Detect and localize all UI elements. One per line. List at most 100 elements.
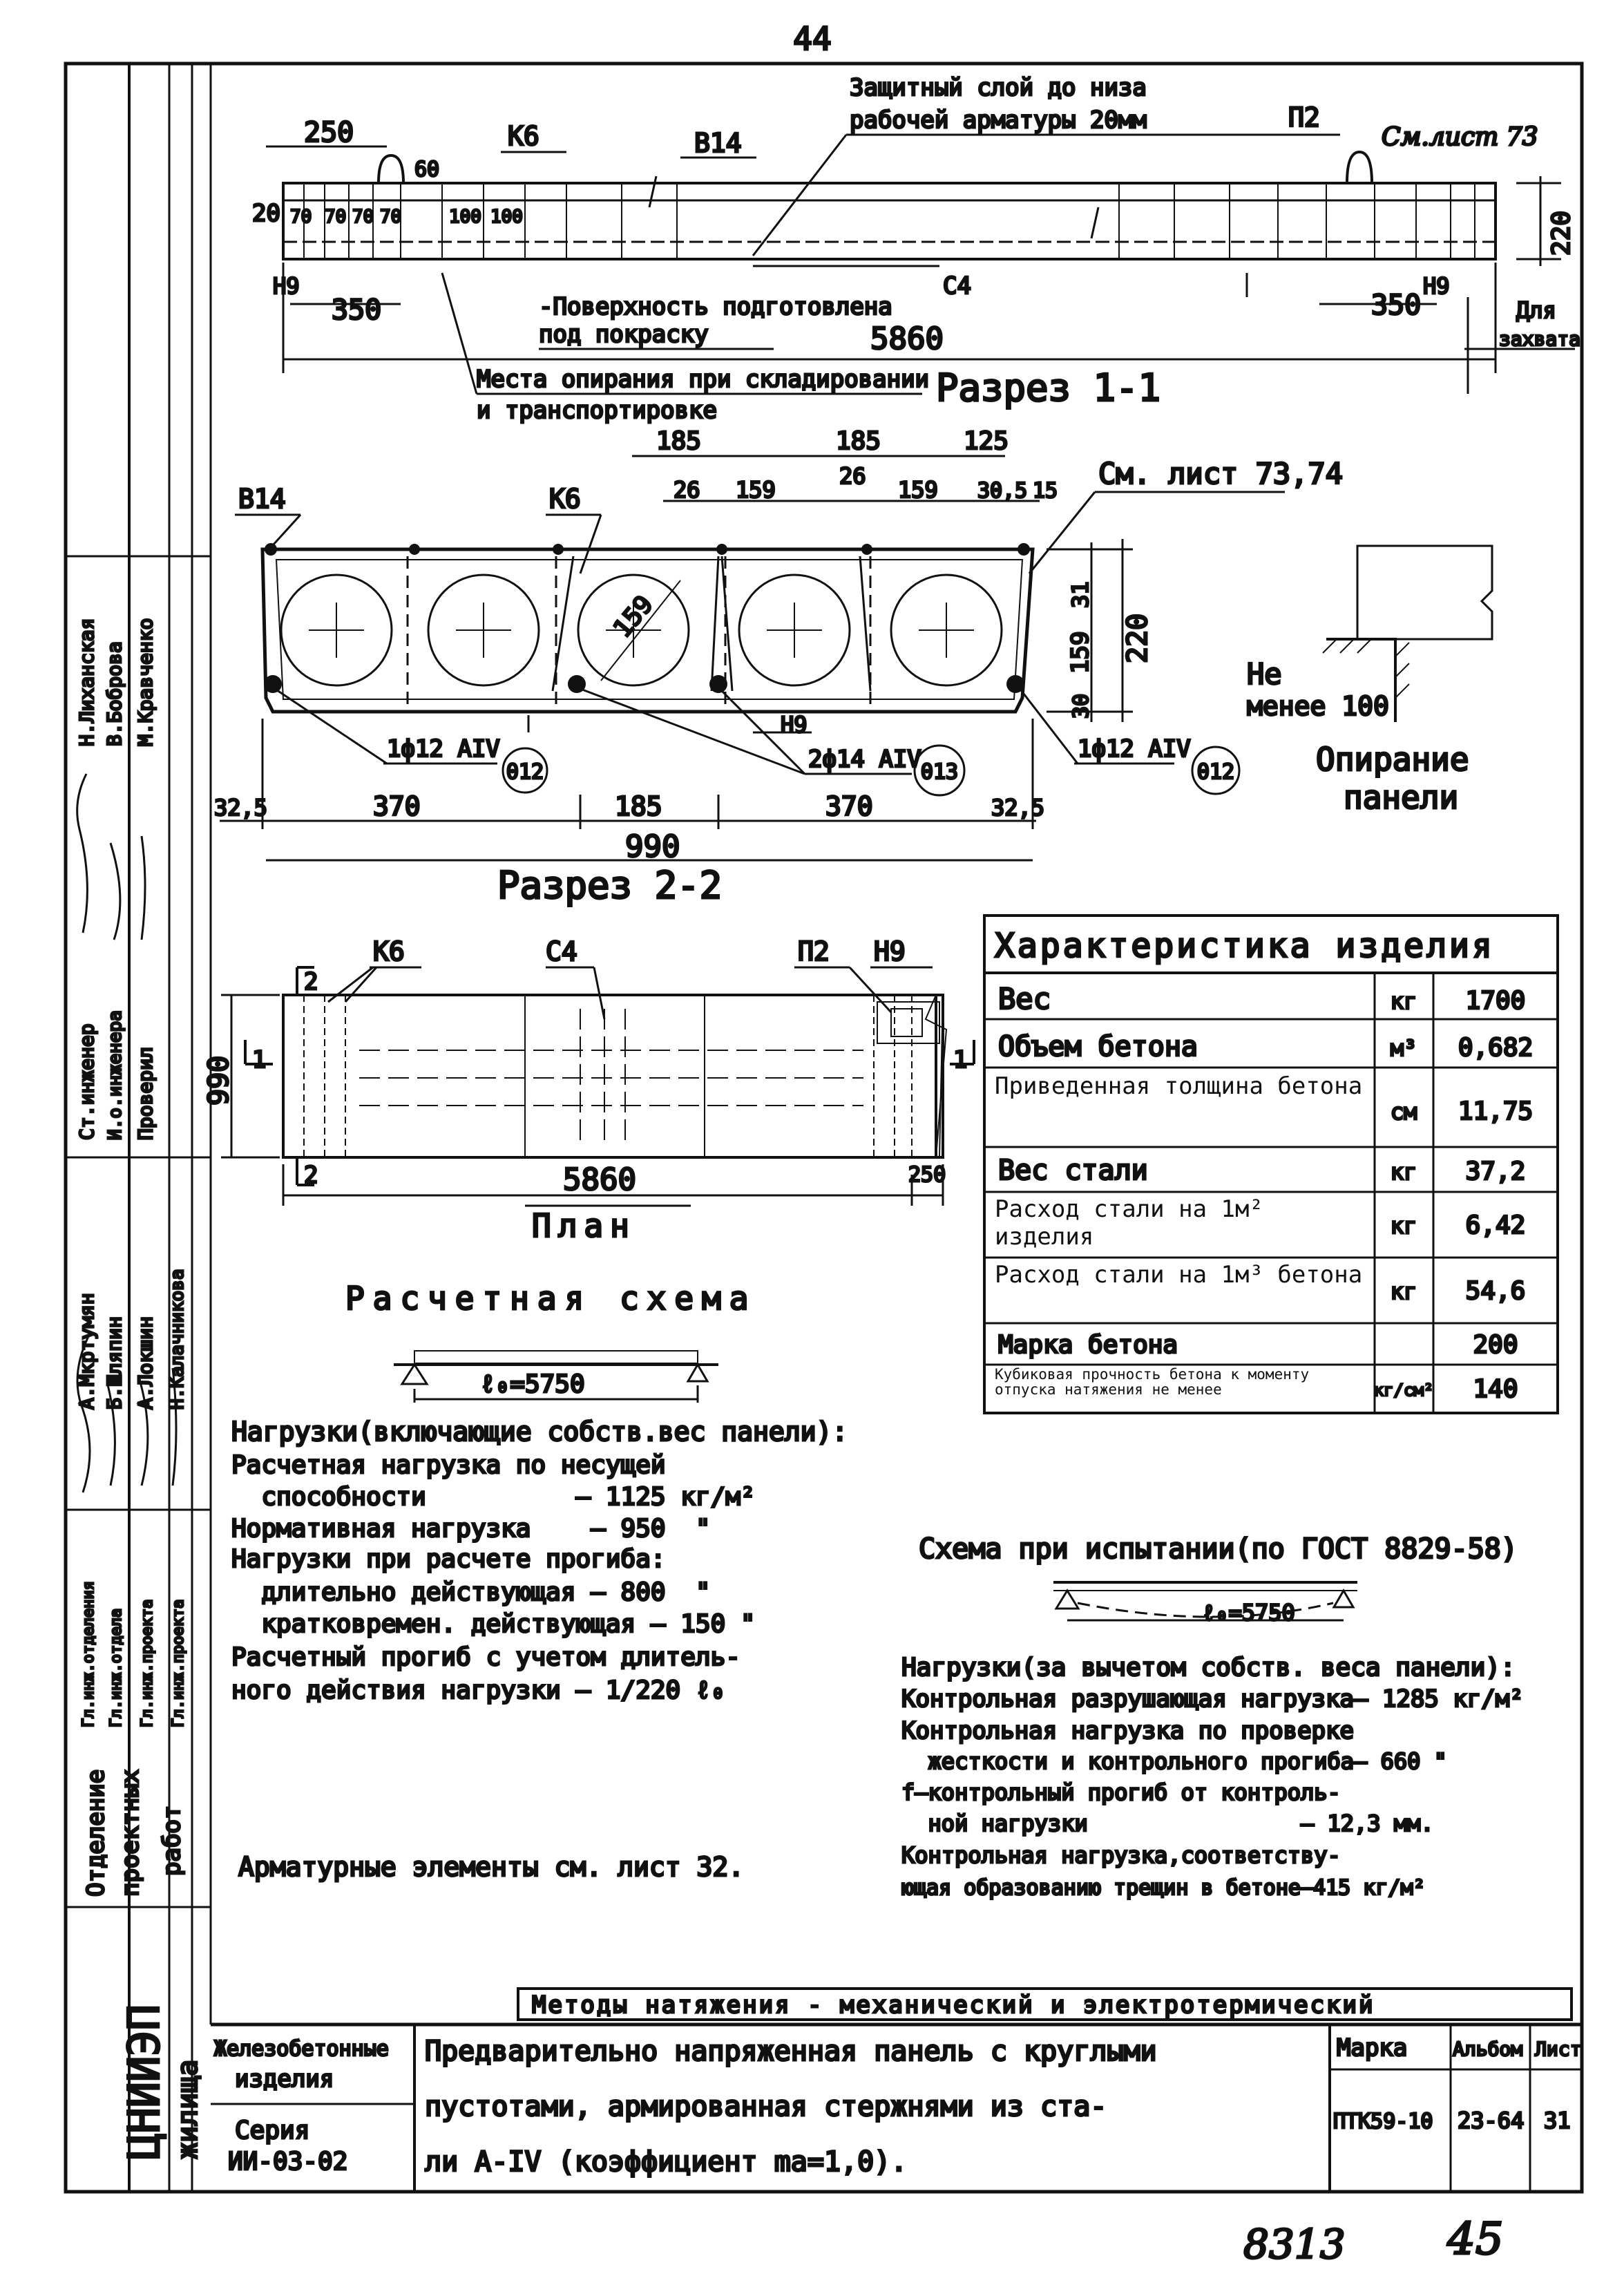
p2-label-plan: П2 — [798, 936, 830, 967]
title-block: Железобетонные изделия Серия ИИ-03-02 Пр… — [211, 2022, 1583, 2192]
dim-305: 30,5 — [977, 479, 1027, 503]
test-line-4: жесткости и контрольного прогиба— 660 " — [901, 1748, 1447, 1774]
surface-note-2: под покраску — [539, 321, 709, 348]
top-dim-1: 185 — [656, 427, 701, 455]
person-4: Н.Калачникова — [167, 1269, 188, 1410]
test-line-5: f—контрольный прогиб от контроль- — [901, 1779, 1341, 1805]
sheet-frame — [64, 61, 1584, 2194]
k6-label-top: К6 — [508, 121, 539, 151]
k6-label-plan: К6 — [373, 936, 405, 967]
hollow-core — [280, 573, 393, 687]
dept-line-2: проектных — [117, 1770, 144, 1897]
footer-number: 8313 — [1243, 2221, 1346, 2268]
dept-line-3: работ — [158, 1805, 186, 1876]
cross-section-body — [260, 547, 1035, 714]
row-concrete-grade-value: 200 — [1473, 1331, 1518, 1359]
plan-outline-left — [282, 994, 937, 1159]
row-steel-weight-name: Вес стали — [998, 1155, 1148, 1186]
n9-right-label: Н9 — [1423, 273, 1450, 299]
row-concrete-grade-name: Марка бетона — [998, 1331, 1178, 1359]
calc-scheme-span: ℓ₀=5750 — [480, 1370, 585, 1399]
test-scheme-title: Схема при испытании(по ГОСТ 8829-58) — [919, 1533, 1518, 1565]
bottom-dim-4: 370 — [825, 791, 873, 822]
dim-30: 30 — [1069, 694, 1093, 719]
support-note-2: и транспортировке — [477, 397, 717, 424]
dim-70-1: 70 — [290, 207, 312, 227]
role-1: Гл.инж.отделения — [80, 1581, 97, 1727]
album-label: Альбом — [1453, 2038, 1522, 2060]
loads-line-5: Нагрузки при расчете прогиба: — [231, 1545, 666, 1573]
test-scheme: Схема при испытании(по ГОСТ 8829-58) ℓ₀=… — [901, 1533, 1525, 1902]
album-value: 23-64 — [1458, 2107, 1524, 2134]
row-thickness-name: Приведенная толщина бетона — [995, 1072, 1363, 1100]
description-line-3: ли А-IV (коэффициент mа=1,0). — [425, 2146, 907, 2178]
section-2-2: В14 К6 185 185 125 26 159 26 159 30,5 15… — [213, 426, 1344, 909]
panel-elevation — [282, 182, 1497, 260]
dim-31: 31 — [1067, 581, 1093, 608]
dim-159-2: 159 — [898, 477, 938, 503]
rebar-2-text: 2ф14 АIV — [808, 746, 921, 773]
role-2: Гл.инж.отдела — [108, 1609, 125, 1727]
hollow-core — [427, 573, 540, 687]
table-title: Характеристика изделия — [995, 927, 1495, 965]
org-name: ЦНИИЭП — [119, 2004, 169, 2159]
s4-label-elevation: С4 — [943, 272, 971, 300]
loads-line-4: Нормативная нагрузка — 950 " — [231, 1515, 711, 1543]
cut2-top-label: 2 — [304, 968, 318, 996]
dim-100-2: 100 — [490, 207, 523, 227]
cut1-left-label: 1 — [252, 1046, 266, 1074]
section-2-2-title: Разрез 2-2 — [497, 864, 722, 907]
dim-5860-elevation: 5860 — [870, 321, 944, 357]
loads-line-1: Нагрузки(включающие собств.вес панели): — [231, 1416, 848, 1447]
protective-layer-line-1: Защитный слой до низа — [850, 74, 1147, 102]
signatures-1 — [76, 1333, 178, 1493]
row-thickness-unit: см — [1391, 1099, 1417, 1125]
methods-note: Методы натяжения - механический и электр… — [532, 1991, 1375, 2019]
rebar-1-text: 1ф12 АIV — [387, 735, 500, 763]
see-sheets-73-74: См. лист 73,74 — [1098, 457, 1343, 491]
v14-label-s22: В14 — [238, 484, 286, 514]
hollow-core — [738, 573, 851, 687]
s4-label-plan: С4 — [546, 936, 577, 967]
dim-350-right: 350 — [1371, 290, 1421, 321]
dim-15: 15 — [1033, 479, 1058, 503]
person-3: А.Локшин — [134, 1316, 157, 1410]
plan-view: 2 2 1 1 К6 С4 П2 Н9 990 5860 250 План — [202, 936, 975, 1246]
role-4: Гл.инж.проекта — [170, 1600, 187, 1727]
series-line-1: Серия — [235, 2116, 309, 2145]
signatures-2 — [76, 773, 146, 940]
dim-26-2: 26 — [839, 463, 866, 489]
row-steel-per-m2-value: 6,42 — [1466, 1211, 1526, 1240]
rebar-1-mark: 012 — [506, 760, 544, 784]
loads-line-8: Расчетный прогиб с учетом длитель- — [231, 1643, 741, 1671]
sheet-value: 31 — [1544, 2107, 1571, 2134]
characteristics-table: Характеристика изделия Вес кг 1700 Объем… — [983, 914, 1559, 1414]
support-note-1: Места опирания при складировании — [477, 366, 929, 393]
k6-label-s22: К6 — [549, 484, 581, 514]
row-weight-value: 1700 — [1466, 987, 1526, 1015]
support-title-1: Опирание — [1316, 741, 1469, 778]
role2-1: Ст.инженер — [75, 1023, 98, 1140]
calc-scheme: Расчетная схема ℓ₀=5750 — [345, 1279, 756, 1403]
mark-label: Марка — [1337, 2034, 1407, 2062]
row-steel-per-m3-name: Расход стали на 1м³ бетона — [995, 1261, 1363, 1289]
dim-220-elevation: 220 — [1547, 211, 1576, 256]
hollow-core — [577, 573, 690, 687]
see-sheet-73: См.лист 73 — [1382, 123, 1538, 151]
row-concrete-volume-name: Объем бетона — [998, 1031, 1198, 1063]
person-2: Б.Шляпин — [103, 1316, 126, 1410]
person2-3: М.Кравченко — [134, 618, 157, 746]
description-line-1: Предварительно напряженная панель с круг… — [425, 2036, 1157, 2067]
product-line-2: изделия — [235, 2065, 334, 2093]
role2-3: Проверил — [134, 1047, 157, 1140]
left-strip-text: ЦНИИЭП жилища Отделение проектных работ … — [75, 617, 205, 2160]
dim-26-1: 26 — [674, 477, 700, 503]
row-steel-per-m3-unit: кг — [1391, 1278, 1417, 1305]
row-strength-value: 140 — [1473, 1375, 1518, 1403]
loads-line-2: Расчетная нагрузка по несущей — [231, 1451, 666, 1479]
dim-250: 250 — [304, 117, 354, 149]
plan-length-dim: 5860 — [563, 1162, 636, 1197]
support-detail: Не менее 100 Опирание панели — [1246, 544, 1493, 817]
calc-scheme-title: Расчетная схема — [345, 1280, 756, 1317]
